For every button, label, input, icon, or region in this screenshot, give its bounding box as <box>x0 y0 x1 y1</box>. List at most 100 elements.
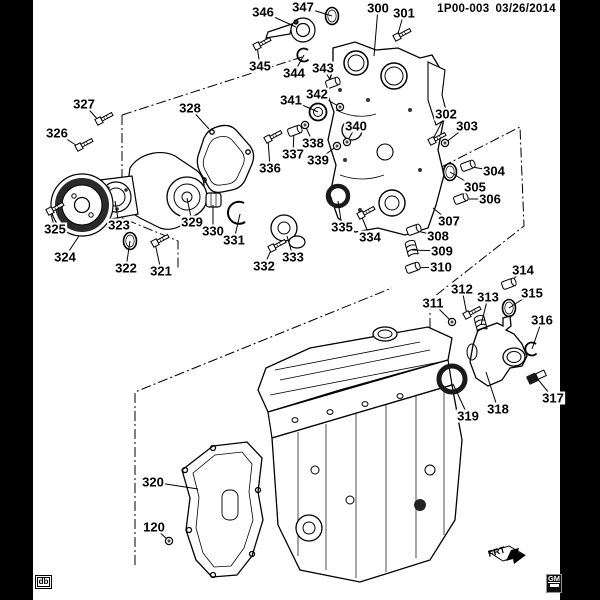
callout-300: 300 <box>366 0 390 16</box>
part-glyph-310 <box>405 261 421 274</box>
callout-120: 120 <box>142 519 166 535</box>
front-direction-marker: FRT <box>487 544 526 564</box>
part-glyph-322 <box>122 231 138 251</box>
small-part-glyphs <box>45 6 547 546</box>
callout-342: 342 <box>305 86 329 102</box>
callout-332: 332 <box>252 258 276 274</box>
callout-341: 341 <box>279 92 303 108</box>
part-glyph-313 <box>473 315 488 332</box>
part-glyph-303 <box>440 138 450 148</box>
front-cover-art <box>325 41 449 236</box>
part-glyph-336 <box>263 129 283 144</box>
thermostat-housing-art <box>466 315 528 387</box>
drawing-number-header: 1P00-003 03/26/2014 <box>431 3 556 15</box>
callout-333: 333 <box>281 249 305 265</box>
callout-322: 322 <box>114 260 138 276</box>
gm-logo: GM <box>546 574 562 593</box>
part-glyph-337 <box>287 124 303 137</box>
part-glyph-309 <box>404 240 419 257</box>
callout-318: 318 <box>486 401 510 417</box>
callout-331: 331 <box>222 232 246 248</box>
callout-309: 309 <box>430 243 454 259</box>
part-glyph-341 <box>308 102 328 122</box>
callout-317: 317 <box>541 390 565 406</box>
doc-date: 03/26/2014 <box>495 3 556 15</box>
callout-347: 347 <box>291 0 315 15</box>
part-glyph-315 <box>501 298 517 318</box>
drafter-mark: db <box>36 577 51 587</box>
callout-301: 301 <box>392 5 416 21</box>
part-glyph-338 <box>300 120 310 130</box>
part-glyph-314 <box>501 277 517 290</box>
callout-311: 311 <box>421 295 445 311</box>
part-glyph-302 <box>427 131 447 146</box>
callout-303: 303 <box>455 118 479 134</box>
callout-319: 319 <box>456 408 480 424</box>
callout-329: 329 <box>180 214 204 230</box>
part-glyph-304 <box>460 159 476 172</box>
callout-335: 335 <box>330 219 354 235</box>
part-glyph-308 <box>406 223 422 236</box>
callout-330: 330 <box>201 223 225 239</box>
cover-gasket-art <box>181 441 264 579</box>
callout-315: 315 <box>520 285 544 301</box>
callout-306: 306 <box>478 191 502 207</box>
callout-339: 339 <box>306 152 330 168</box>
part-glyph-347 <box>324 6 340 26</box>
callout-314: 314 <box>511 262 535 278</box>
engine-block-art <box>257 326 468 583</box>
part-glyph-343 <box>325 76 341 89</box>
part-glyph-342 <box>335 102 345 112</box>
callout-327: 327 <box>72 96 96 112</box>
callout-310: 310 <box>429 259 453 275</box>
part-glyph-340 <box>342 137 352 147</box>
callout-leader-300 <box>373 7 379 57</box>
callout-336: 336 <box>258 160 282 176</box>
doc-code: 1P00-003 <box>437 3 490 15</box>
svg-text:FRT: FRT <box>487 544 507 559</box>
callout-326: 326 <box>45 125 69 141</box>
callout-343: 343 <box>311 60 335 76</box>
callout-337: 337 <box>281 146 305 162</box>
part-glyph-321 <box>150 233 170 248</box>
part-glyph-339 <box>332 141 342 151</box>
callout-338: 338 <box>301 135 325 151</box>
part-glyph-305 <box>442 162 458 182</box>
part-glyph-301 <box>392 27 412 42</box>
part-glyph-334 <box>356 205 376 220</box>
callout-320: 320 <box>141 474 165 490</box>
callout-312: 312 <box>450 281 474 297</box>
callout-345: 345 <box>248 58 272 74</box>
callout-328: 328 <box>178 100 202 116</box>
part-glyph-316 <box>524 341 538 357</box>
callout-313: 313 <box>476 289 500 305</box>
part-glyph-326 <box>74 137 94 152</box>
water-pump-gasket-art <box>196 124 255 194</box>
part-glyph-327 <box>94 111 114 126</box>
callout-321: 321 <box>149 263 173 279</box>
callout-325: 325 <box>43 221 67 237</box>
part-glyph-344 <box>296 47 310 63</box>
callout-316: 316 <box>530 312 554 328</box>
callout-334: 334 <box>358 229 382 245</box>
part-glyph-120 <box>164 536 174 546</box>
callout-346: 346 <box>251 4 275 20</box>
part-glyph-325 <box>45 201 65 216</box>
assembly-boundary-lines <box>121 56 525 565</box>
left-letterbox-bar <box>0 0 33 600</box>
gm-logo-strip <box>549 584 559 588</box>
callout-324: 324 <box>53 249 77 265</box>
right-letterbox-bar <box>560 0 600 600</box>
part-glyph-311 <box>447 317 457 327</box>
callout-304: 304 <box>482 163 506 179</box>
pulley-and-pump-art <box>50 151 306 249</box>
part-glyph-317 <box>526 369 547 385</box>
callout-340: 340 <box>344 118 368 134</box>
drafter-mark-box: db <box>35 575 52 589</box>
callout-308: 308 <box>426 228 450 244</box>
adapter-art <box>265 17 316 43</box>
callout-307: 307 <box>437 213 461 229</box>
part-glyph-312 <box>462 305 482 320</box>
callout-305: 305 <box>463 179 487 195</box>
